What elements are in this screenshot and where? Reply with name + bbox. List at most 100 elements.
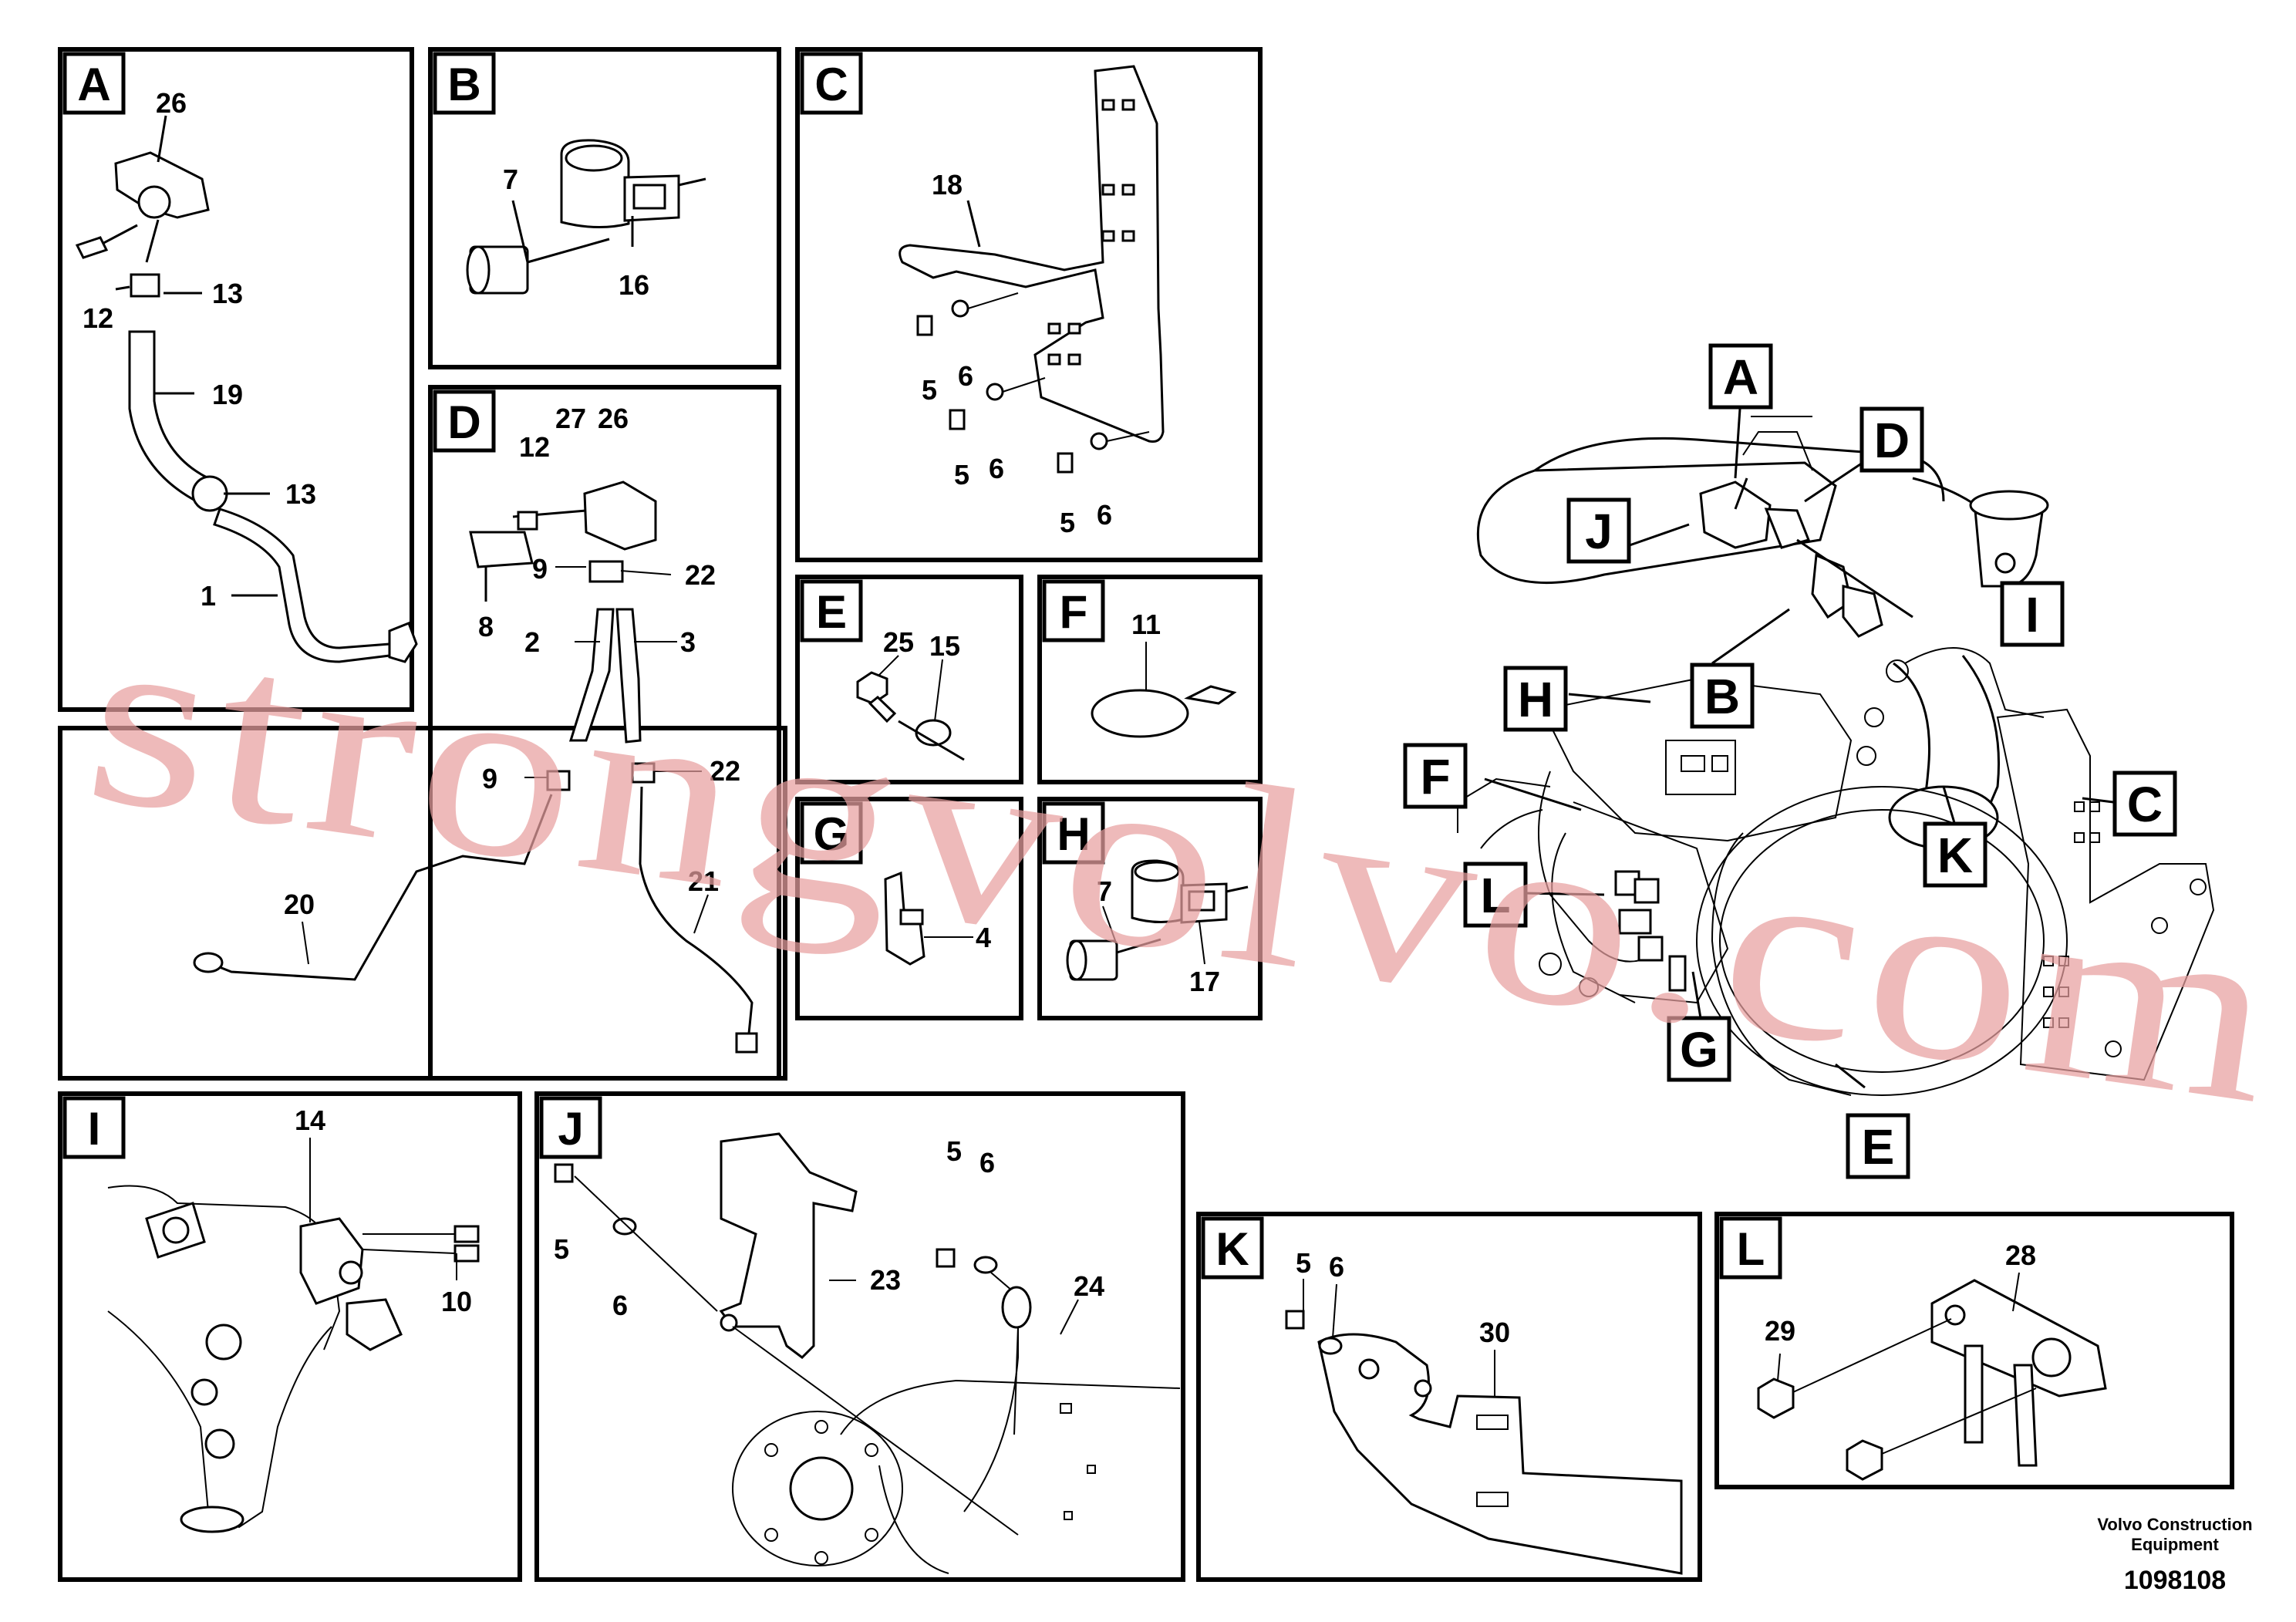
callout-a-1: 1	[201, 580, 216, 612]
panel-d: D 27 12 26 8 9 22 2 3 9 22 20	[58, 385, 787, 1081]
callout-d-26: 26	[598, 403, 629, 434]
callout-d-21: 21	[688, 865, 719, 897]
callout-i-10: 10	[441, 1286, 472, 1317]
callout-c-6: 6	[958, 360, 973, 392]
callout-d-22b: 22	[710, 755, 740, 787]
panel-l-letter: L	[1737, 1223, 1765, 1275]
panel-k: K 5 6 30	[1196, 1212, 1702, 1582]
panel-b: B 7 16	[428, 47, 781, 369]
panel-e-letter: E	[816, 586, 847, 638]
maker-line-2: Equipment	[2131, 1535, 2219, 1554]
svg-text:F: F	[1420, 749, 1450, 804]
callout-d-20: 20	[284, 889, 315, 920]
callout-c-6b: 6	[989, 453, 1004, 484]
callout-a-26: 26	[156, 87, 187, 119]
svg-text:D: D	[1874, 413, 1910, 468]
callout-k-30: 30	[1479, 1317, 1510, 1348]
callout-f-11: 11	[1131, 609, 1161, 640]
callout-d-3: 3	[680, 626, 696, 658]
callout-g-4: 4	[976, 922, 991, 953]
callout-l-29: 29	[1765, 1315, 1795, 1347]
svg-text:I: I	[2025, 587, 2039, 642]
callout-c-6c: 6	[1097, 499, 1112, 531]
overview-callout-l: L	[1463, 862, 1528, 928]
overview-callout-i: I	[2000, 581, 2065, 647]
callout-c-5: 5	[922, 374, 937, 406]
callout-h-7: 7	[1097, 875, 1112, 907]
overview-callout-k: K	[1923, 821, 1988, 888]
svg-text:B: B	[1704, 669, 1740, 724]
overview-assembly: A D J I B H F C K L G E	[1403, 343, 2215, 1179]
callout-a-13: 13	[212, 278, 243, 309]
callout-l-28: 28	[2005, 1239, 2036, 1271]
callout-j-5b: 5	[946, 1135, 962, 1167]
callout-j-6b: 6	[979, 1147, 995, 1179]
callout-k-6: 6	[1329, 1251, 1344, 1283]
panel-c: C 18 5 6 5 6 5 6	[795, 47, 1263, 562]
callout-e-15: 15	[929, 630, 960, 662]
svg-text:E: E	[1862, 1119, 1895, 1175]
panel-g-letter: G	[814, 808, 850, 860]
overview-callout-g: G	[1667, 1016, 1731, 1082]
callout-c-5c: 5	[1060, 507, 1075, 538]
callout-j-5: 5	[554, 1233, 569, 1265]
svg-text:L: L	[1480, 868, 1510, 923]
callout-c-5b: 5	[954, 459, 969, 491]
callout-i-14: 14	[295, 1104, 325, 1136]
svg-text:A: A	[1723, 349, 1758, 405]
callout-b-16: 16	[619, 269, 649, 301]
overview-callout-d: D	[1859, 406, 1924, 473]
panel-i-letter: I	[88, 1103, 101, 1155]
callout-k-5: 5	[1296, 1247, 1311, 1279]
panel-f: F 11	[1037, 575, 1263, 784]
overview-callout-j: J	[1566, 497, 1631, 564]
callout-a-12: 12	[83, 302, 113, 334]
overview-callout-c: C	[2112, 771, 2177, 837]
callout-j-6: 6	[612, 1290, 628, 1321]
panel-a: A 26 12 13 19 13 1	[58, 47, 418, 712]
footer: Volvo Construction Equipment 1098108	[2097, 1515, 2252, 1595]
callout-d-9: 9	[532, 553, 548, 585]
panel-e: E 25 15	[795, 575, 1023, 784]
svg-text:H: H	[1518, 672, 1553, 727]
maker-line-1: Volvo Construction	[2097, 1515, 2252, 1534]
callout-d-8: 8	[478, 611, 494, 642]
panel-g: G 4	[795, 797, 1023, 1020]
callout-e-25: 25	[883, 626, 914, 658]
panel-d-letter: D	[447, 396, 480, 448]
overview-callout-h: H	[1503, 666, 1568, 732]
overview-callout-a: A	[1708, 343, 1773, 410]
callout-a-19: 19	[212, 379, 243, 410]
callout-d-9b: 9	[482, 763, 497, 794]
panel-i: I 14 10	[58, 1091, 522, 1582]
callout-d-27: 27	[555, 403, 586, 434]
panel-j: J 5 6 5 6 23 24	[534, 1091, 1185, 1582]
panel-l: L 29 28	[1714, 1212, 2234, 1489]
callout-h-17: 17	[1189, 966, 1220, 997]
overview-callout-f: F	[1403, 743, 1468, 809]
panel-b-letter: B	[447, 59, 480, 110]
svg-text:G: G	[1680, 1022, 1718, 1077]
panel-a-letter: A	[77, 59, 110, 110]
panel-h: H 7 17	[1037, 797, 1263, 1020]
callout-a-13b: 13	[285, 478, 316, 510]
callout-d-22: 22	[685, 559, 716, 591]
panel-j-letter: J	[558, 1103, 583, 1155]
overview-callout-b: B	[1690, 663, 1755, 729]
svg-text:J: J	[1585, 504, 1613, 559]
svg-text:C: C	[2127, 777, 2163, 832]
callout-c-18: 18	[932, 169, 963, 201]
callout-d-2: 2	[524, 626, 540, 658]
callout-d-12: 12	[519, 431, 550, 463]
panel-k-letter: K	[1215, 1223, 1249, 1275]
panel-f-letter: F	[1060, 586, 1088, 638]
callout-j-24: 24	[1074, 1270, 1104, 1302]
figure-number: 1098108	[2124, 1566, 2226, 1595]
overview-callout-e: E	[1846, 1113, 1910, 1179]
panel-h-letter: H	[1057, 808, 1090, 860]
callout-j-23: 23	[870, 1264, 901, 1296]
callout-b-7: 7	[503, 164, 518, 195]
panel-c-letter: C	[814, 59, 848, 110]
svg-text:K: K	[1937, 828, 1973, 883]
